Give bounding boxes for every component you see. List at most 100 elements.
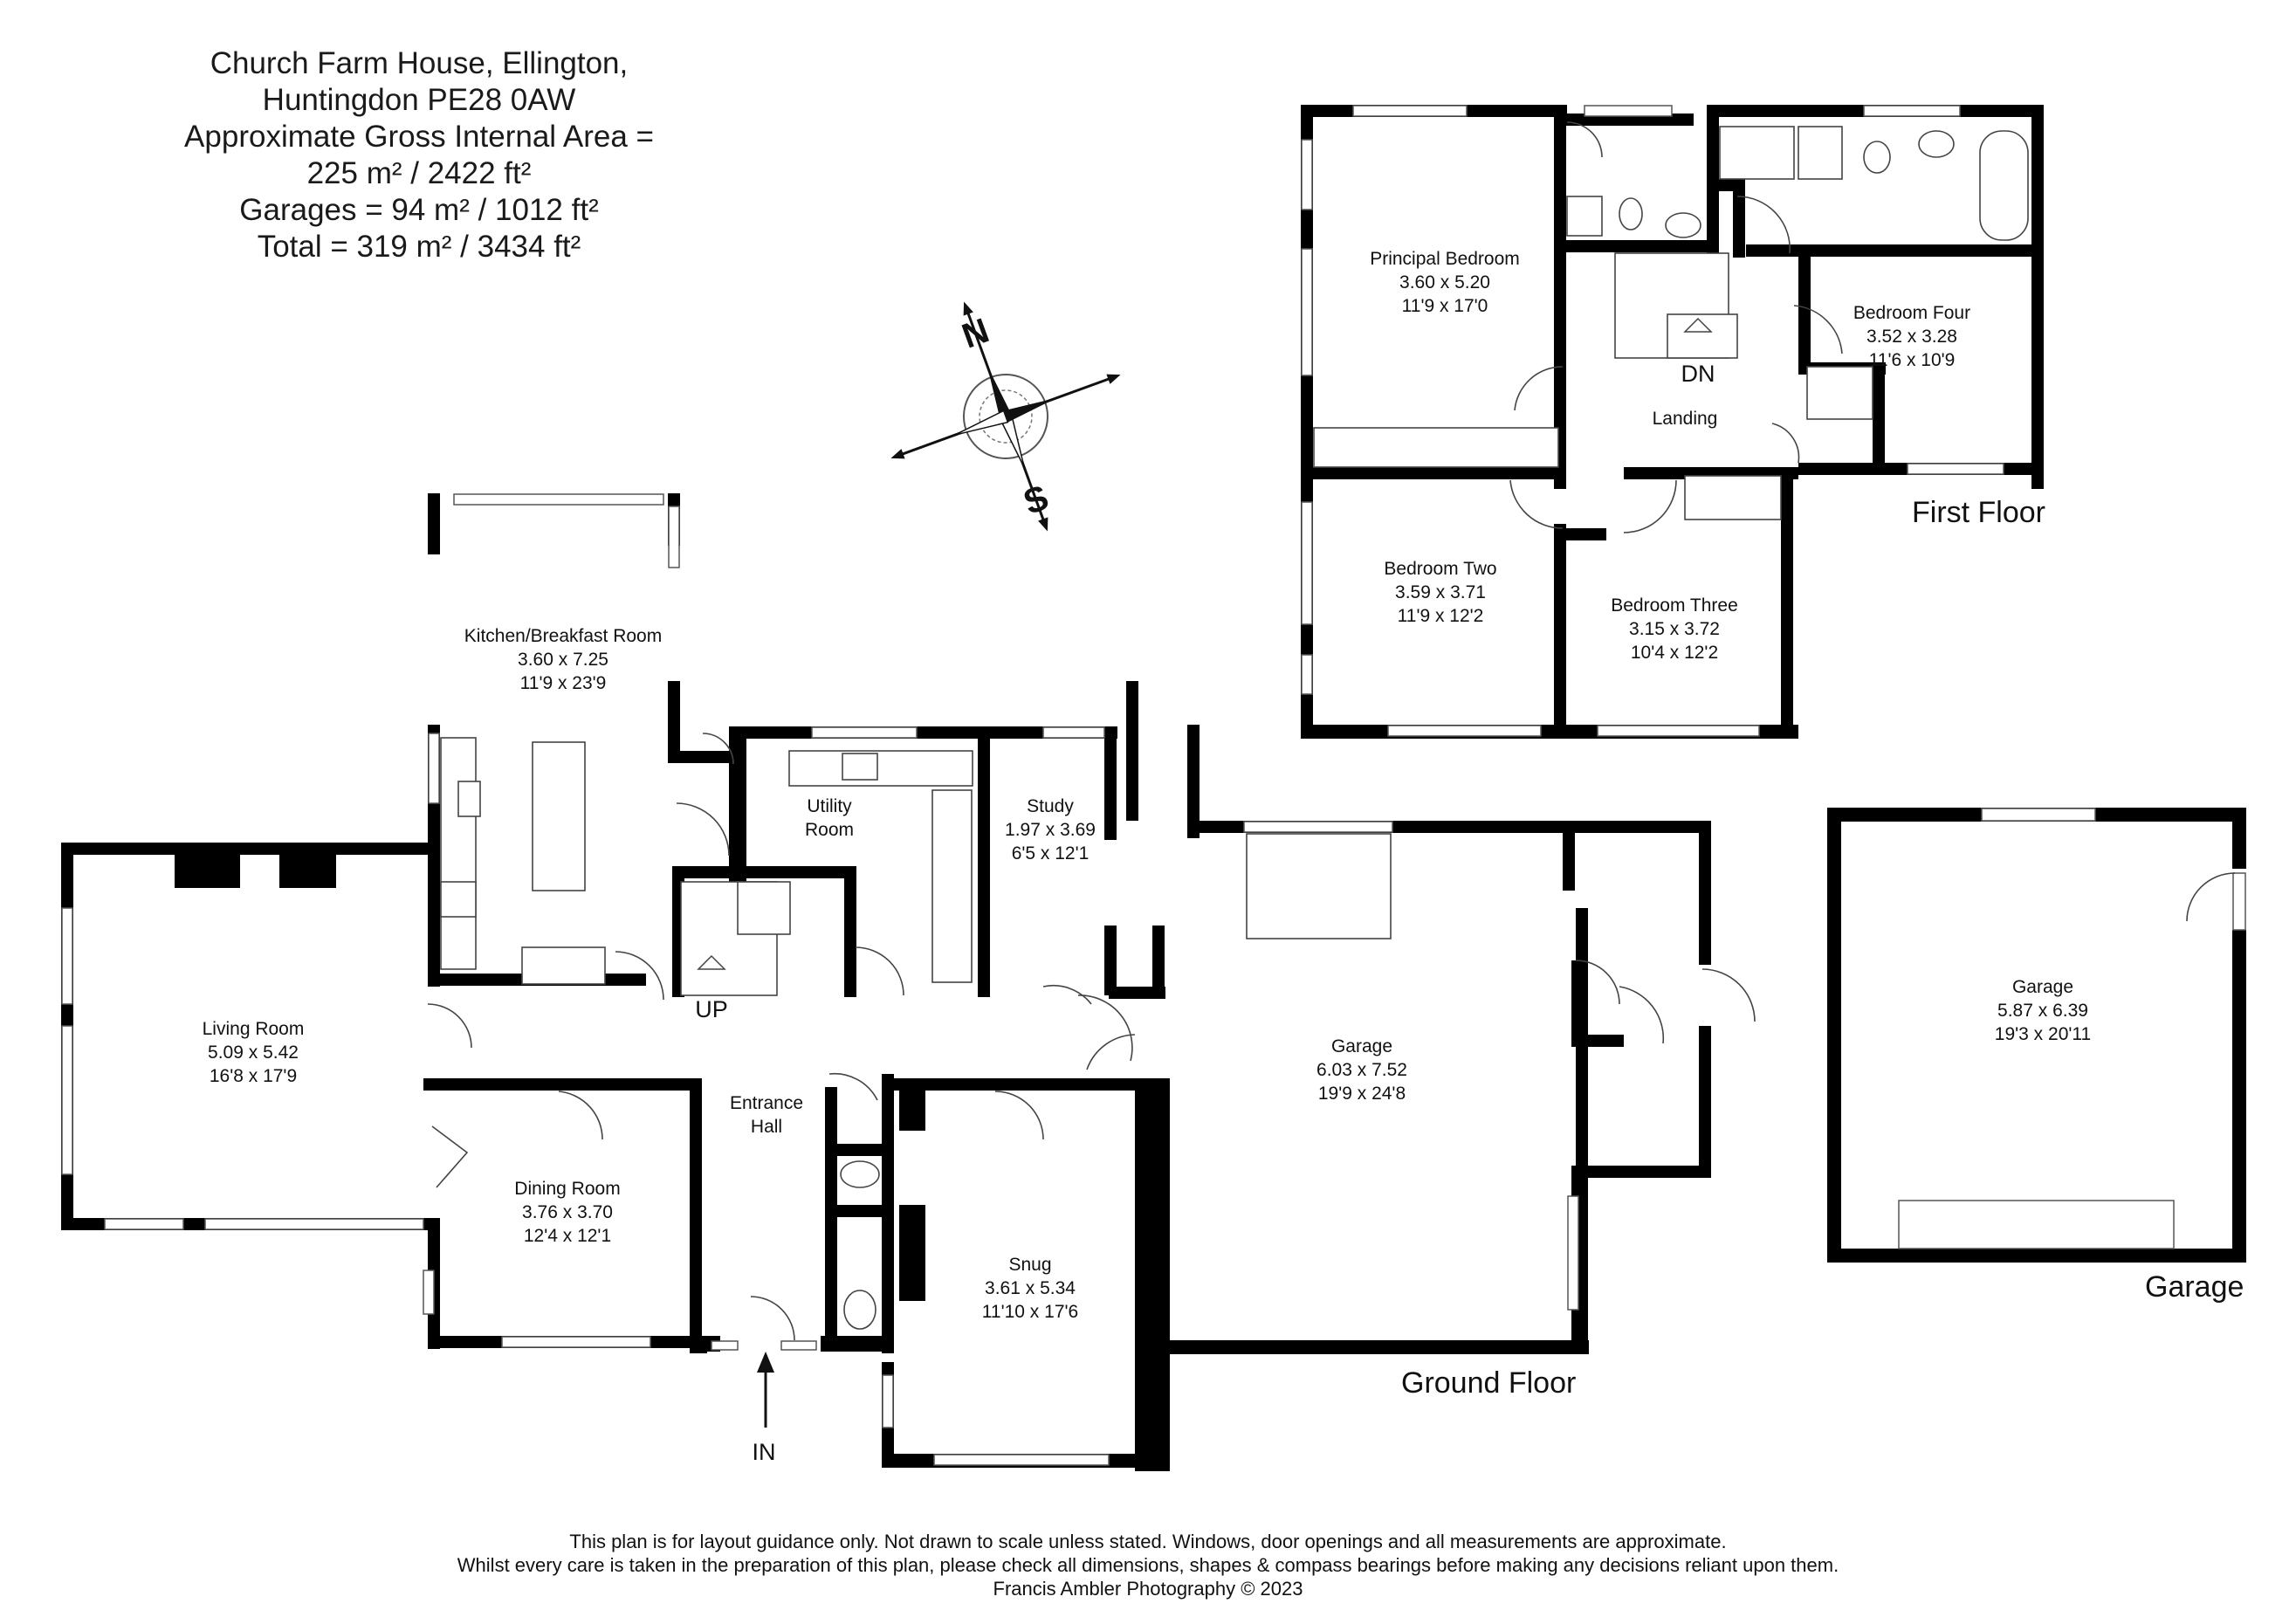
svg-text:5.09 x 5.42: 5.09 x 5.42 — [208, 1043, 299, 1063]
svg-text:3.59 x 3.71: 3.59 x 3.71 — [1395, 582, 1486, 602]
wc-basin — [840, 1160, 880, 1188]
entrance-name: Entrance — [730, 1093, 803, 1113]
svg-text:N: N — [957, 311, 993, 355]
svg-text:Snug: Snug — [1008, 1255, 1051, 1275]
plan-footer: This plan is for layout guidance only. N… — [262, 1530, 2034, 1600]
snug-imperial: 11'10 x 17'6 — [982, 1302, 1078, 1322]
svg-text:10'4 x 12'2: 10'4 x 12'2 — [1631, 643, 1718, 663]
svg-text:Garage: Garage — [2145, 1270, 2244, 1304]
bed-three-name: Bedroom Three — [1611, 595, 1738, 616]
svg-text:UP: UP — [695, 996, 728, 1022]
svg-text:12'4 x 12'1: 12'4 x 12'1 — [524, 1226, 611, 1246]
stairs-down-arrow — [1683, 317, 1713, 333]
address-title: Church Farm House, Ellington, Huntingdon… — [210, 46, 629, 117]
detached-garage-walls — [1827, 808, 2246, 1263]
snug-name: Snug — [1008, 1255, 1051, 1275]
entrance-name2: Hall — [751, 1117, 782, 1137]
living-imperial: 16'8 x 17'9 — [210, 1066, 297, 1086]
living-name: Living Room — [203, 1019, 305, 1039]
bed-three-imperial: 10'4 x 12'2 — [1631, 643, 1718, 663]
dining-name: Dining Room — [514, 1179, 620, 1199]
floor-labels: Ground Floor First Floor Garage — [1401, 496, 2244, 1400]
svg-text:11'6 x 10'9: 11'6 x 10'9 — [1869, 350, 1956, 370]
svg-text:Study: Study — [1027, 796, 1074, 816]
svg-text:5.87 x 6.39: 5.87 x 6.39 — [1997, 1001, 2088, 1021]
gross-area: Approximate Gross Internal Area = 225 m²… — [184, 120, 654, 190]
study-name: Study — [1027, 796, 1074, 816]
svg-text:Principal Bedroom: Principal Bedroom — [1370, 249, 1520, 269]
svg-text:1.97 x 3.69: 1.97 x 3.69 — [1005, 820, 1096, 840]
utility-name2: Room — [805, 820, 854, 840]
study-metric: 1.97 x 3.69 — [1005, 820, 1096, 840]
svg-text:16'8 x 17'9: 16'8 x 17'9 — [210, 1066, 297, 1086]
svg-text:11'9 x 23'9: 11'9 x 23'9 — [520, 673, 607, 693]
living-metric: 5.09 x 5.42 — [208, 1043, 299, 1063]
svg-text:First Floor: First Floor — [1912, 496, 2045, 529]
dining-imperial: 12'4 x 12'1 — [524, 1226, 611, 1246]
svg-text:3.61 x 5.34: 3.61 x 5.34 — [985, 1278, 1076, 1298]
disclaimer-line-1: This plan is for layout guidance only. N… — [569, 1531, 1727, 1552]
room-labels: Kitchen/Breakfast Room 3.60 x 7.25 11'9 … — [203, 249, 2092, 1322]
first-floor-windows — [1301, 105, 2004, 737]
principal-imperial: 11'9 x 17'0 — [1402, 296, 1488, 316]
kitchen-metric: 3.60 x 7.25 — [518, 650, 608, 670]
garage-main-imperial: 19'9 x 24'8 — [1318, 1084, 1406, 1104]
bed-four-metric: 3.52 x 3.28 — [1866, 327, 1957, 347]
svg-text:3.60 x 5.20: 3.60 x 5.20 — [1399, 272, 1490, 292]
svg-text:Hall: Hall — [751, 1117, 782, 1137]
bed-three-metric: 3.15 x 3.72 — [1629, 619, 1720, 639]
svg-text:11'10 x 17'6: 11'10 x 17'6 — [982, 1302, 1078, 1322]
ground-floor-doors — [427, 733, 1756, 1341]
copyright-line: Francis Ambler Photography © 2023 — [993, 1578, 1303, 1600]
disclaimer-line-2: Whilst every care is taken in the prepar… — [457, 1554, 1839, 1576]
bed-two-imperial: 11'9 x 12'2 — [1398, 606, 1484, 626]
ground-floor-fittings — [440, 737, 1392, 1330]
svg-text:Kitchen/Breakfast Room: Kitchen/Breakfast Room — [464, 626, 662, 646]
bed-four-imperial: 11'6 x 10'9 — [1869, 350, 1956, 370]
detached-garage-windows — [1898, 808, 2246, 1249]
svg-text:6'5 x 12'1: 6'5 x 12'1 — [1012, 843, 1090, 864]
landing-name: Landing — [1653, 409, 1718, 429]
svg-text:Utility: Utility — [807, 796, 852, 816]
svg-text:Living Room: Living Room — [203, 1019, 305, 1039]
garage-floor-label: Garage — [2145, 1270, 2244, 1304]
stairs-up-arrow — [697, 954, 726, 970]
bed-two-name: Bedroom Two — [1384, 559, 1496, 579]
first-floor-doors — [1509, 121, 1843, 533]
svg-text:3.52 x 3.28: 3.52 x 3.28 — [1866, 327, 1957, 347]
svg-text:Garage: Garage — [1331, 1036, 1392, 1056]
svg-text:Garage: Garage — [2012, 977, 2073, 997]
svg-text:11'9 x 17'0: 11'9 x 17'0 — [1402, 296, 1488, 316]
svg-text:Bedroom Two: Bedroom Two — [1384, 559, 1496, 579]
ground-floor-label: Ground Floor — [1401, 1366, 1576, 1400]
svg-text:DN: DN — [1681, 361, 1715, 387]
svg-text:3.76 x 3.70: 3.76 x 3.70 — [522, 1202, 613, 1222]
bed-four-name: Bedroom Four — [1853, 303, 1970, 323]
snug-metric: 3.61 x 5.34 — [985, 1278, 1076, 1298]
svg-text:Dining Room: Dining Room — [514, 1179, 620, 1199]
ground-floor-windows — [61, 493, 1579, 1466]
garage-detached-imperial: 19'3 x 20'11 — [1995, 1024, 2091, 1044]
svg-text:3.15 x 3.72: 3.15 x 3.72 — [1629, 619, 1720, 639]
compass-north-label: N — [957, 311, 993, 355]
entrance-in-label: IN — [753, 1439, 776, 1465]
stairs-up-label: UP — [695, 996, 728, 1022]
principal-metric: 3.60 x 5.20 — [1399, 272, 1490, 292]
dining-metric: 3.76 x 3.70 — [522, 1202, 613, 1222]
svg-text:Ground Floor: Ground Floor — [1401, 1366, 1576, 1400]
circulation-labels: UP DN IN — [695, 317, 1715, 1465]
entrance-arrow-head — [757, 1352, 774, 1373]
ground-floor-walls — [61, 493, 1711, 1471]
svg-text:11'9 x 12'2: 11'9 x 12'2 — [1398, 606, 1484, 626]
svg-text:Bedroom Four: Bedroom Four — [1853, 303, 1970, 323]
plan-header: Church Farm House, Ellington, Huntingdon… — [157, 45, 681, 265]
kitchen-name: Kitchen/Breakfast Room — [464, 626, 662, 646]
svg-text:IN: IN — [753, 1439, 776, 1465]
svg-text:Bedroom Three: Bedroom Three — [1611, 595, 1738, 616]
principal-name: Principal Bedroom — [1370, 249, 1520, 269]
svg-text:3.60 x 7.25: 3.60 x 7.25 — [518, 650, 608, 670]
total-area: Total = 319 m² / 3434 ft² — [257, 230, 581, 264]
garage-main-metric: 6.03 x 7.52 — [1316, 1060, 1407, 1080]
wc-toilet — [843, 1290, 876, 1330]
garage-detached-metric: 5.87 x 6.39 — [1997, 1001, 2088, 1021]
